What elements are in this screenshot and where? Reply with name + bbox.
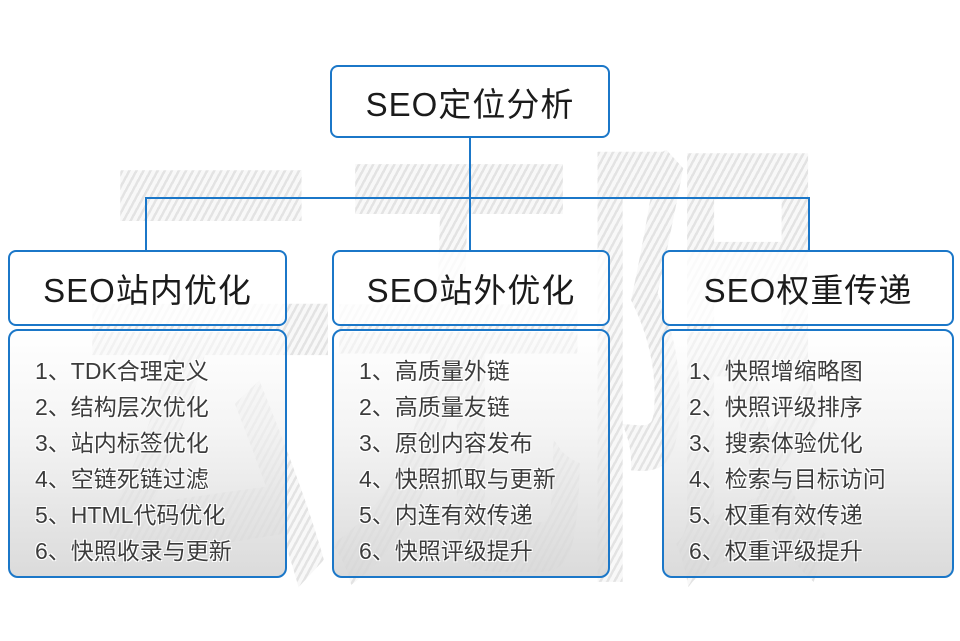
list-item: 5、内连有效传递 xyxy=(359,502,533,528)
connector-drop-right xyxy=(808,197,810,251)
branch-node-title: SEO站内优化 xyxy=(43,272,252,309)
list-panel-offsite: 1、高质量外链 2、高质量友链 3、原创内容发布 4、快照抓取与更新 5、内连有… xyxy=(332,329,610,578)
list-item: 6、权重评级提升 xyxy=(689,538,863,564)
branch-node-title: SEO站外优化 xyxy=(366,272,576,309)
list-item: 1、TDK合理定义 xyxy=(35,358,209,384)
list-item: 6、快照收录与更新 xyxy=(35,538,232,564)
list-item: 5、权重有效传递 xyxy=(689,502,863,528)
root-node-seo-positioning: SEO定位分析 xyxy=(330,65,610,138)
connector-root-vertical xyxy=(469,138,471,199)
list-item: 4、快照抓取与更新 xyxy=(359,466,556,492)
item-list: 1、TDK合理定义 2、结构层次优化 3、站内标签优化 4、空链死链过滤 5、H… xyxy=(10,331,285,569)
item-list: 1、高质量外链 2、高质量友链 3、原创内容发布 4、快照抓取与更新 5、内连有… xyxy=(334,331,608,569)
branch-node-onsite: SEO站内优化 xyxy=(8,250,287,326)
list-item: 4、检索与目标访问 xyxy=(689,466,886,492)
list-item: 3、搜索体验优化 xyxy=(689,430,863,456)
branch-node-offsite: SEO站外优化 xyxy=(332,250,610,326)
list-item: 3、站内标签优化 xyxy=(35,430,209,456)
list-item: 1、快照增缩略图 xyxy=(689,358,863,384)
list-item: 6、快照评级提升 xyxy=(359,538,533,564)
list-item: 2、高质量友链 xyxy=(359,394,510,420)
list-item: 2、快照评级排序 xyxy=(689,394,863,420)
list-item: 1、高质量外链 xyxy=(359,358,510,384)
list-panel-weight-transfer: 1、快照增缩略图 2、快照评级排序 3、搜索体验优化 4、检索与目标访问 5、权… xyxy=(662,329,954,578)
list-item: 2、结构层次优化 xyxy=(35,394,209,420)
connector-drop-middle xyxy=(469,199,471,251)
connector-drop-left xyxy=(145,199,147,251)
list-item: 5、HTML代码优化 xyxy=(35,502,226,528)
root-node-title: SEO定位分析 xyxy=(365,85,575,123)
branch-node-weight-transfer: SEO权重传递 xyxy=(662,250,954,326)
list-item: 3、原创内容发布 xyxy=(359,430,533,456)
connector-horizontal xyxy=(145,197,810,199)
branch-node-title: SEO权重传递 xyxy=(703,272,913,309)
list-item: 4、空链死链过滤 xyxy=(35,466,209,492)
item-list: 1、快照增缩略图 2、快照评级排序 3、搜索体验优化 4、检索与目标访问 5、权… xyxy=(664,331,952,569)
list-panel-onsite: 1、TDK合理定义 2、结构层次优化 3、站内标签优化 4、空链死链过滤 5、H… xyxy=(8,329,287,578)
